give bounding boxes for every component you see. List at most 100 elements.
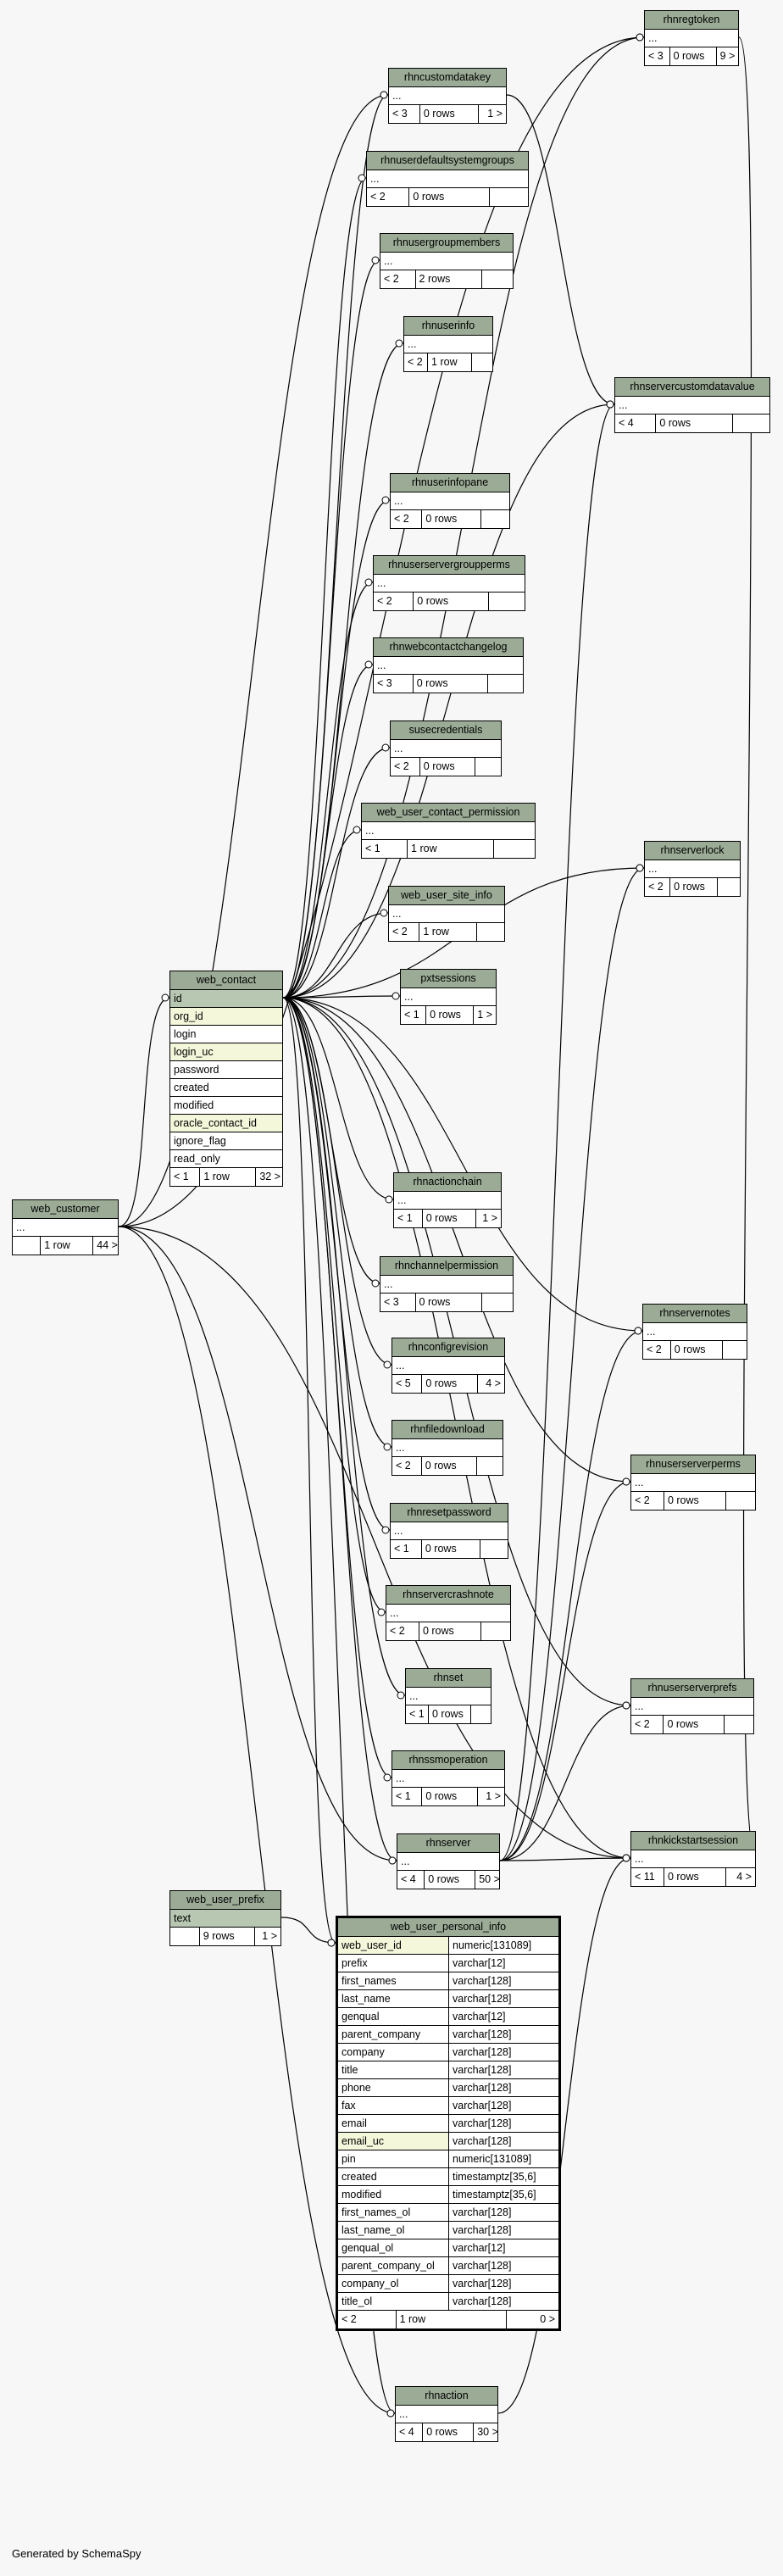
table-name[interactable]: rhnuserinfopane (391, 474, 509, 492)
table-name[interactable]: rhnssmoperation (392, 1751, 504, 1770)
table-name[interactable]: rhnuserinfo (404, 317, 492, 336)
table-name[interactable]: rhnwebcontactchangelog (374, 638, 523, 657)
table-name[interactable]: rhnserver (397, 1834, 499, 1853)
table-name[interactable]: web_customer (13, 1200, 118, 1219)
column-type: varchar[128] (448, 2097, 558, 2114)
row-count: 0 rows (419, 758, 475, 776)
table-name[interactable]: rhnregtoken (645, 11, 738, 30)
table-name[interactable]: rhnset (406, 1669, 491, 1688)
table-name[interactable]: rhnuserdefaultsystemgroups (367, 152, 528, 170)
row-count: 0 rows (669, 878, 717, 896)
relationship-edge-web-contact-to-rhnfiledownload (282, 997, 392, 1448)
table-name[interactable]: rhnservernotes (643, 1305, 747, 1323)
table-name[interactable]: rhnusergroupmembers (380, 234, 513, 253)
child-count: 4 > (725, 1868, 755, 1886)
table-name[interactable]: rhnresetpassword (391, 1504, 508, 1522)
row-count: 0 rows (663, 1492, 725, 1510)
relationship-edge-web-contact-to-rhnwebcontactchangelog (282, 664, 374, 999)
relationship-edge-web-customer-to-rhnserver (118, 1226, 397, 1861)
row-count: 0 rows (669, 1341, 722, 1359)
column-row: ... (392, 1770, 504, 1788)
table-name[interactable]: susecredentials (391, 721, 501, 740)
crowfoot-marker (386, 2409, 395, 2417)
crowfoot-marker (381, 1526, 390, 1534)
child-count (480, 1294, 513, 1311)
table-name[interactable]: web_user_personal_info (338, 1918, 558, 1937)
table-name[interactable]: rhnuserserverperms (631, 1455, 755, 1474)
table-name[interactable]: rhnkickstartsession (631, 1832, 755, 1850)
parent-count: < 2 (384, 273, 399, 285)
table-name[interactable]: rhnconfigrevision (392, 1338, 504, 1357)
crowfoot-marker (371, 1279, 380, 1288)
column-name: email (342, 2117, 367, 2129)
parent-count: < 1 (174, 1171, 189, 1182)
column-row: org_id (170, 1008, 282, 1026)
table-name[interactable]: pxtsessions (401, 970, 496, 988)
column-row: ignore_flag (170, 1132, 282, 1150)
table-name[interactable]: rhncustomdatakey (389, 69, 506, 87)
column-row: ... (631, 1850, 755, 1868)
child-count: 30 > (473, 2423, 497, 2441)
table-name[interactable]: rhnservercustomdatavalue (615, 378, 769, 397)
table-name[interactable]: web_user_site_info (389, 887, 504, 905)
table-name[interactable]: rhnuserservergroupperms (374, 556, 525, 575)
table-name[interactable]: web_user_prefix (170, 1891, 280, 1910)
table-name[interactable]: rhnaction (396, 2387, 497, 2406)
table-name[interactable]: rhnuserserverprefs (631, 1679, 753, 1698)
table-name[interactable]: rhnserverlock (645, 842, 740, 860)
column-row: ... (391, 740, 501, 758)
crowfoot-marker (383, 1773, 392, 1782)
table-name[interactable]: web_contact (170, 971, 282, 990)
column-name: title_ol (342, 2295, 373, 2307)
table-name[interactable]: rhnchannelpermission (380, 1257, 513, 1276)
crowfoot-marker (622, 1701, 630, 1710)
table-name[interactable]: rhnservercrashnote (386, 1586, 510, 1605)
table-name[interactable]: rhnactionchain (394, 1173, 501, 1192)
relationship-edge-web-contact-to-rhnset (282, 997, 406, 1696)
parent-count: < 1 (394, 1543, 409, 1555)
column-row: ... (367, 170, 528, 188)
table-name[interactable]: web_user_contact_permission (362, 804, 535, 822)
table-name[interactable]: rhnfiledownload (392, 1421, 503, 1439)
relationship-edge-web-customer-to-rhnkickstartsession (118, 1226, 631, 1859)
column-name: email_uc (338, 2133, 448, 2150)
relationship-edge-web-contact-to-rhnuserserverperms (282, 997, 631, 1483)
